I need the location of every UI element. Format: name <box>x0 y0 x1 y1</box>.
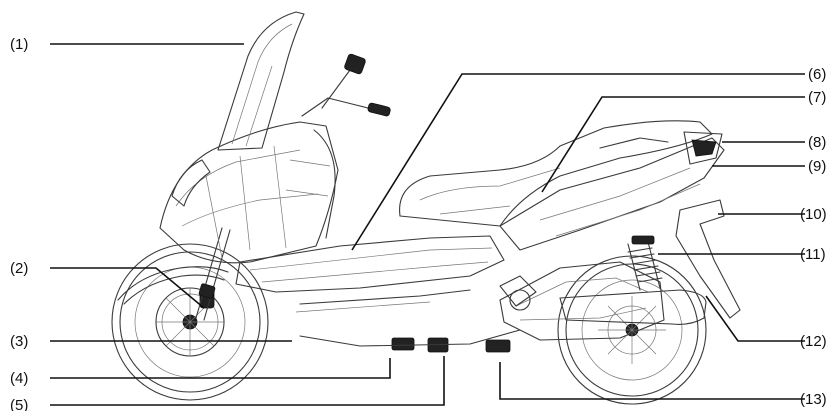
callout-4: (4) <box>10 370 28 387</box>
leader-4 <box>50 358 391 379</box>
callout-labels: (1) (2) (3) (4) (5) (6) (7) (8) (9) (10)… <box>10 36 827 411</box>
callout-9: (9) <box>808 158 826 175</box>
leader-6 <box>351 73 805 251</box>
windscreen <box>217 11 305 151</box>
callout-12: (12) <box>800 333 827 350</box>
rear-shock <box>627 235 663 291</box>
callout-5: (5) <box>10 397 28 411</box>
callout-2: (2) <box>10 260 28 277</box>
scooter-illustration <box>111 11 741 405</box>
front-fork <box>195 227 231 321</box>
leader-2 <box>50 267 205 309</box>
leader-lines <box>50 43 805 406</box>
callout-13: (13) <box>800 391 827 408</box>
callout-10: (10) <box>800 206 827 223</box>
engine-swingarm <box>499 261 665 341</box>
callout-8: (8) <box>808 134 826 151</box>
callout-3: (3) <box>10 333 28 350</box>
callout-11: (11) <box>800 246 826 263</box>
callout-1: (1) <box>10 36 28 53</box>
callout-6: (6) <box>808 66 826 83</box>
seat <box>399 120 713 227</box>
callout-7: (7) <box>808 89 826 106</box>
rear-wheel <box>557 255 707 405</box>
leader-12 <box>705 295 805 342</box>
leader-7 <box>541 96 805 193</box>
leader-13 <box>499 362 805 400</box>
leader-5 <box>50 356 445 406</box>
